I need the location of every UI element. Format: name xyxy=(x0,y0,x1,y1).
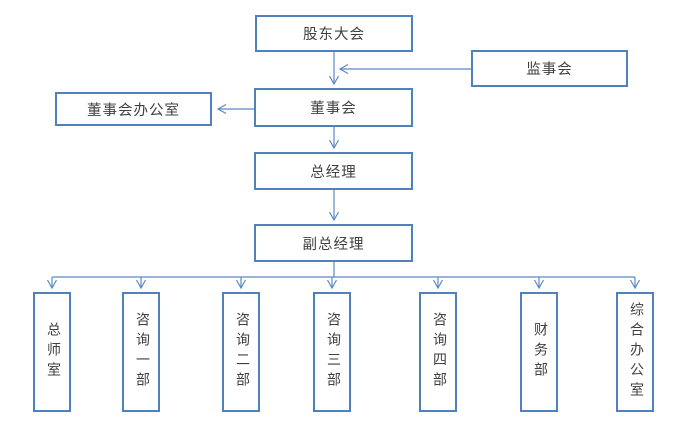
node-label: 财务部 xyxy=(532,322,547,382)
node-label: 咨询四部 xyxy=(431,312,446,392)
node-general-manager: 总经理 xyxy=(254,152,413,190)
node-label: 监事会 xyxy=(526,62,573,78)
node-general-office: 综合办公室 xyxy=(616,292,654,412)
node-label: 综合办公室 xyxy=(628,302,643,402)
node-label: 总师室 xyxy=(45,322,60,382)
node-board-of-directors: 董事会 xyxy=(254,88,413,127)
node-label: 董事会 xyxy=(310,101,357,117)
node-label: 咨询二部 xyxy=(234,312,249,392)
node-label: 总经理 xyxy=(310,164,357,181)
node-finance-dept: 财务部 xyxy=(520,292,558,412)
node-consulting-dept-3: 咨询三部 xyxy=(313,292,351,412)
node-deputy-general-manager: 副总经理 xyxy=(254,224,413,262)
node-board-office: 董事会办公室 xyxy=(55,92,212,126)
node-consulting-dept-4: 咨询四部 xyxy=(419,292,457,412)
node-label: 副总经理 xyxy=(302,236,365,253)
node-label: 咨询一部 xyxy=(134,312,149,392)
node-chief-engineer-office: 总师室 xyxy=(33,292,71,412)
node-consulting-dept-1: 咨询一部 xyxy=(122,292,160,412)
node-supervisory-board: 监事会 xyxy=(471,50,628,87)
node-consulting-dept-2: 咨询二部 xyxy=(222,292,260,412)
node-label: 咨询三部 xyxy=(325,312,340,392)
node-shareholders-meeting: 股东大会 xyxy=(255,15,413,52)
node-label: 股东大会 xyxy=(303,27,365,43)
node-label: 董事会办公室 xyxy=(87,102,180,119)
